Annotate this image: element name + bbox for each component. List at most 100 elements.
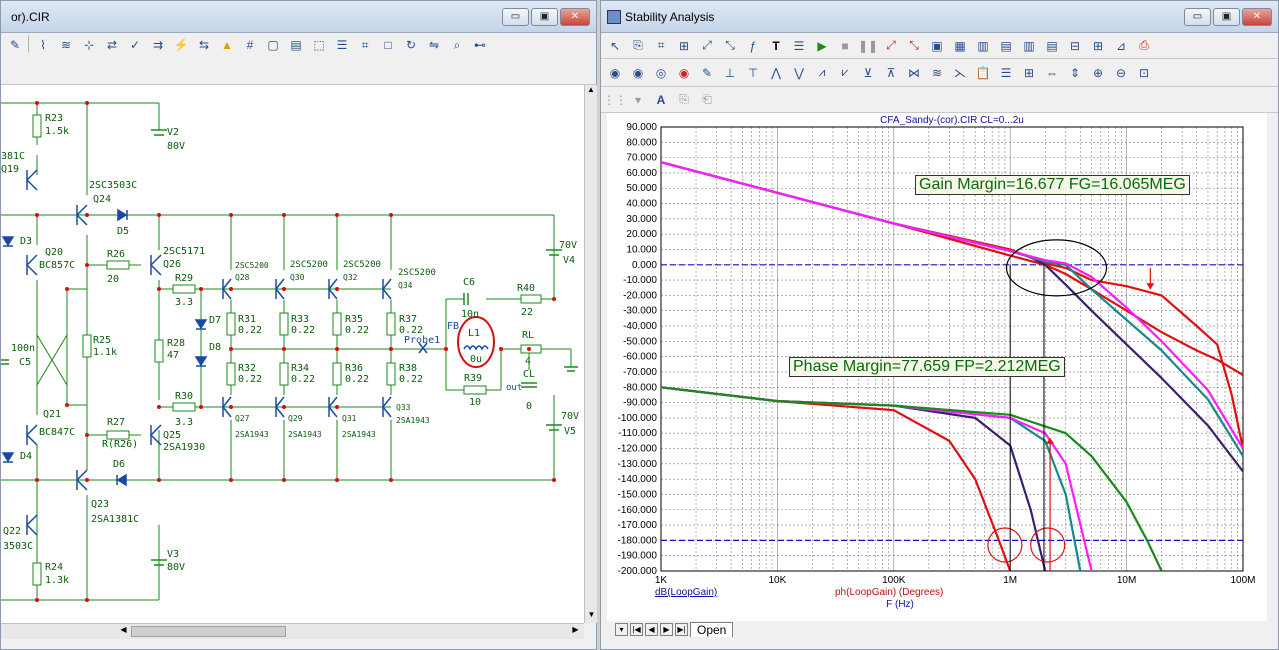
export-icon[interactable]: ⎙: [1139, 38, 1149, 52]
frame-icon[interactable]: ▣: [931, 38, 943, 53]
page-icon[interactable]: ▢: [267, 38, 279, 52]
global-icon[interactable]: ⋈: [908, 65, 920, 80]
label-v4[interactable]: V4: [563, 255, 576, 266]
label-q25[interactable]: Q25: [163, 430, 182, 441]
value-c5[interactable]: 100n: [11, 343, 36, 354]
grid-toggle-icon[interactable]: ▦: [954, 38, 966, 53]
label-r29[interactable]: R29: [175, 273, 194, 284]
value-r40[interactable]: 22: [521, 307, 534, 318]
rotate-icon[interactable]: ↻: [405, 38, 417, 52]
value-r31[interactable]: 0.22: [238, 325, 263, 336]
label-r32[interactable]: R32: [238, 363, 257, 374]
zoom-reset-icon[interactable]: ⊡: [1138, 65, 1150, 80]
zoom-box-icon[interactable]: ⤡: [909, 38, 919, 52]
warning-icon[interactable]: ▲: [221, 38, 233, 52]
label-r26[interactable]: R26: [107, 249, 126, 260]
wire-icon[interactable]: ⌇: [40, 38, 46, 52]
slope-up-icon[interactable]: ⋀: [771, 65, 781, 80]
type-q27[interactable]: 2SA1943: [235, 430, 269, 439]
value-v5[interactable]: 70V: [561, 411, 580, 422]
label-q34[interactable]: Q34: [398, 281, 413, 290]
prev-tab-button[interactable]: ◀: [645, 623, 658, 636]
value-r25[interactable]: 1.1k: [93, 347, 118, 358]
zoom-fit-icon[interactable]: ⌗: [657, 38, 665, 52]
label-l1[interactable]: L1: [468, 328, 481, 339]
flip-icon[interactable]: ⇋: [428, 38, 440, 52]
label-d6[interactable]: D6: [113, 459, 126, 470]
zoom-y-icon[interactable]: ⤡: [725, 38, 735, 52]
type-q28[interactable]: 2SC5200: [235, 261, 269, 270]
type-q29[interactable]: 2SA1943: [288, 430, 322, 439]
layout-4-icon[interactable]: ▤: [1046, 38, 1058, 53]
label-rl[interactable]: RL: [522, 330, 535, 341]
value-r39[interactable]: 10: [469, 397, 482, 408]
label-d3[interactable]: D3: [20, 236, 33, 247]
scroll-right-arrow[interactable]: ▶: [572, 625, 579, 634]
value-r30[interactable]: 3.3: [175, 417, 194, 428]
local-min-icon[interactable]: ⊼: [886, 65, 896, 80]
label-q19[interactable]: Q19: [1, 164, 20, 175]
label-q29[interactable]: Q29: [288, 414, 303, 423]
blank-icon[interactable]: □: [384, 38, 392, 52]
rise-icon[interactable]: ⩘: [818, 65, 826, 79]
gain-margin-annotation[interactable]: Gain Margin=16.677 FG=16.065MEG: [915, 175, 1190, 195]
type-q32[interactable]: 2SC5200: [343, 260, 381, 270]
counter-icon[interactable]: ⊞: [1023, 65, 1035, 80]
cursor-a-icon[interactable]: ◉: [609, 65, 621, 80]
type-q26[interactable]: 2SC5171: [163, 246, 206, 257]
minimize-button[interactable]: ▭: [1184, 7, 1211, 26]
label-q28[interactable]: Q28: [235, 273, 250, 282]
pointer-icon[interactable]: ↖: [609, 38, 621, 53]
label-v3[interactable]: V3: [167, 549, 180, 560]
label-d8[interactable]: D8: [209, 342, 222, 353]
close-button[interactable]: ✕: [1242, 7, 1272, 26]
text-icon[interactable]: ▤: [290, 38, 302, 52]
type-q22[interactable]: 3503C: [3, 541, 34, 552]
fit-y-icon[interactable]: ⇕: [1069, 65, 1081, 80]
label-r23[interactable]: R23: [45, 113, 64, 124]
label-r25[interactable]: R25: [93, 335, 112, 346]
type-q34[interactable]: 2SC5200: [398, 268, 436, 278]
pause-icon[interactable]: ❚❚: [857, 38, 879, 53]
restore-button[interactable]: ▣: [1213, 7, 1240, 26]
label-q24[interactable]: Q24: [93, 194, 112, 205]
label-icon[interactable]: ⋋: [954, 65, 966, 80]
stop-icon[interactable]: ■: [841, 38, 849, 53]
label-q31[interactable]: Q31: [342, 414, 357, 423]
label-c6[interactable]: C6: [463, 277, 476, 288]
label-r24[interactable]: R24: [45, 562, 64, 573]
label-r35[interactable]: R35: [345, 314, 364, 325]
label-q20[interactable]: Q20: [45, 247, 64, 258]
bode-plot[interactable]: 90.00080.00070.00060.00050.00040.00030.0…: [607, 113, 1267, 621]
value-l1[interactable]: 0u: [470, 354, 483, 365]
label-r34[interactable]: R34: [291, 363, 310, 374]
move-icon[interactable]: ⇄: [106, 38, 118, 52]
probe-icon[interactable]: ⚡: [173, 38, 189, 52]
first-tab-button[interactable]: ▾: [615, 623, 628, 636]
layout-1-icon[interactable]: ▥: [977, 38, 989, 53]
value-rl[interactable]: 4: [525, 356, 532, 367]
close-button[interactable]: ✕: [560, 7, 590, 26]
edit-curve-icon[interactable]: ✎: [701, 65, 713, 80]
label-r28[interactable]: R28: [167, 338, 186, 349]
copy-plot-icon[interactable]: ⎘: [679, 92, 689, 106]
label-r40[interactable]: R40: [517, 283, 536, 294]
label-r33[interactable]: R33: [291, 314, 310, 325]
font-icon[interactable]: A: [656, 92, 666, 107]
paste-icon[interactable]: 📋: [975, 65, 991, 80]
zoom-out-icon[interactable]: ⊖: [1115, 65, 1127, 80]
minimize-button[interactable]: ▭: [502, 7, 529, 26]
scroll-left-arrow[interactable]: ◀: [120, 625, 127, 634]
value-r36[interactable]: 0.22: [345, 374, 370, 385]
type-q25[interactable]: 2SA1930: [163, 442, 206, 453]
label-r37[interactable]: R37: [399, 314, 418, 325]
paste-plot-icon[interactable]: ⎗: [702, 92, 712, 106]
value-r26[interactable]: 20: [107, 274, 120, 285]
phase-margin-annotation[interactable]: Phase Margin=77.659 FP=2.212MEG: [789, 357, 1065, 377]
type-q20[interactable]: BC857C: [39, 260, 76, 271]
value-r32[interactable]: 0.22: [238, 374, 263, 385]
scroll-thumb[interactable]: [131, 626, 286, 637]
label-r27[interactable]: R27: [107, 417, 126, 428]
zoom-in-icon[interactable]: ⊕: [1092, 65, 1104, 80]
grid-icon[interactable]: #: [246, 38, 254, 52]
